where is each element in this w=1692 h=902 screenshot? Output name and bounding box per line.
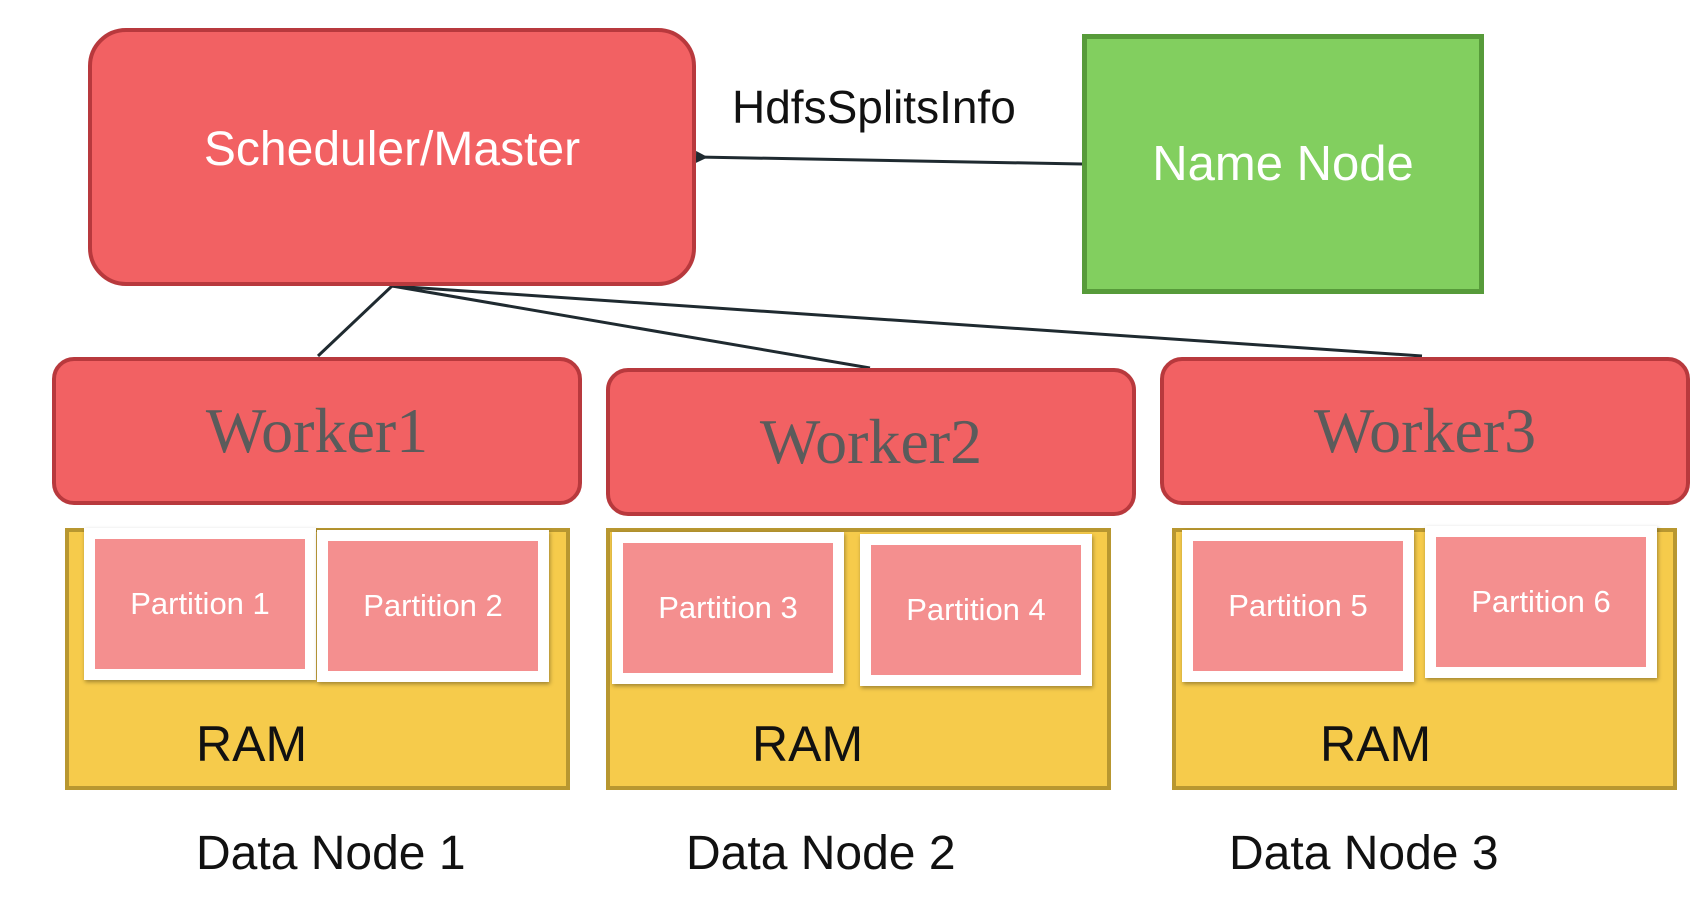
worker1-label: Worker1 xyxy=(205,395,429,466)
data-node-3-label: Data Node 3 xyxy=(1229,827,1499,880)
worker2-box: Worker2 xyxy=(606,368,1136,516)
scheduler-master-label: Scheduler/Master xyxy=(203,122,581,176)
worker3-label: Worker3 xyxy=(1313,395,1537,466)
partition-4: Partition 4 xyxy=(860,534,1092,686)
worker3-box: Worker3 xyxy=(1160,357,1690,505)
link-master-worker3 xyxy=(391,284,1423,358)
worker1-box: Worker1 xyxy=(52,357,582,505)
link-master-worker2 xyxy=(391,284,871,370)
partition-2-label: Partition 2 xyxy=(363,588,503,623)
partition-1: Partition 1 xyxy=(84,528,316,680)
data-node-2-label: Data Node 2 xyxy=(686,827,956,880)
hdfs-splits-info-label: HdfsSplitsInfo xyxy=(732,81,1016,133)
name-node-box: Name Node xyxy=(1082,34,1484,294)
ram-label-2: RAM xyxy=(752,716,864,772)
partition-3-label: Partition 3 xyxy=(658,590,798,625)
partition-1-label: Partition 1 xyxy=(130,586,270,621)
name-node-label: Name Node xyxy=(1152,137,1414,191)
link-master-worker1 xyxy=(316,284,394,358)
partition-2: Partition 2 xyxy=(317,530,549,682)
scheduler-master-box: Scheduler/Master xyxy=(88,28,696,286)
partition-6-label: Partition 6 xyxy=(1471,584,1611,619)
ram-label-1: RAM xyxy=(196,716,308,772)
ram-label-3: RAM xyxy=(1320,716,1432,772)
partition-5: Partition 5 xyxy=(1182,530,1414,682)
partition-4-label: Partition 4 xyxy=(906,592,1046,627)
data-node-1-label: Data Node 1 xyxy=(196,827,466,880)
hdfs-splits-arrow xyxy=(695,150,1083,166)
partition-5-label: Partition 5 xyxy=(1228,588,1368,623)
partition-3: Partition 3 xyxy=(612,532,844,684)
worker2-label: Worker2 xyxy=(759,406,983,477)
partition-6: Partition 6 xyxy=(1425,526,1657,678)
